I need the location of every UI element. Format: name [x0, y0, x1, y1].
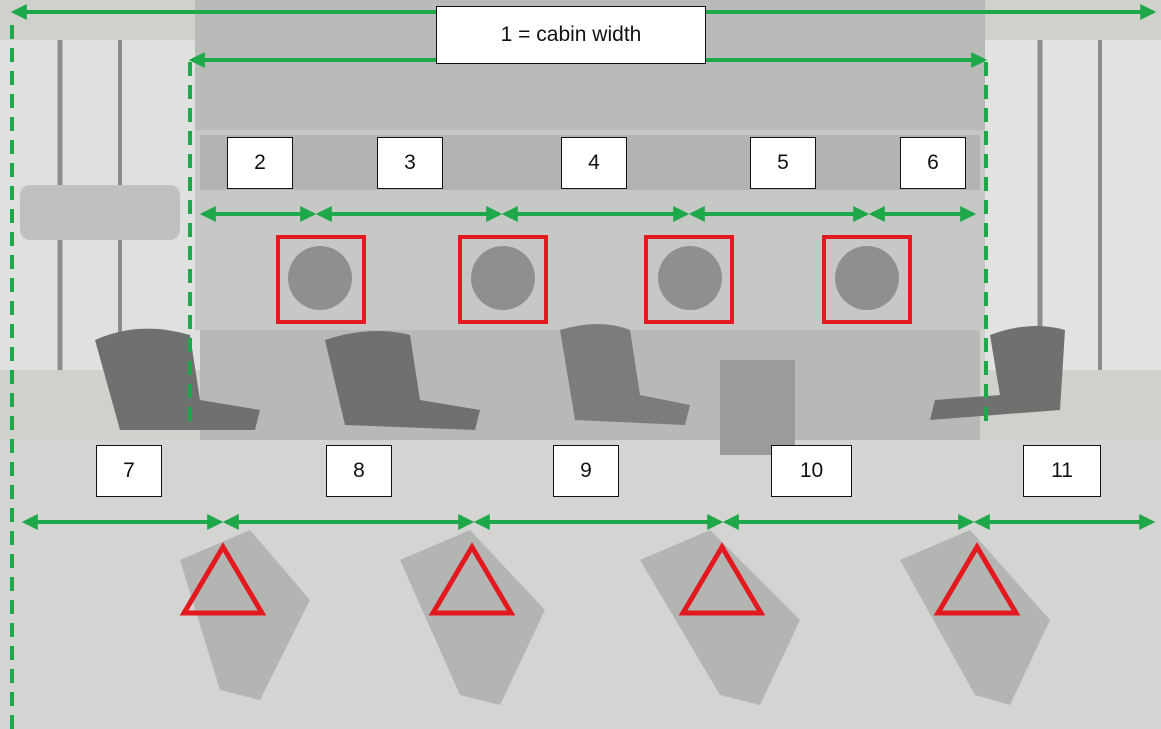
planter-unit-4 — [900, 530, 1050, 705]
right-window — [985, 40, 1161, 370]
planter-unit-2 — [400, 530, 545, 705]
marker-square-2 — [458, 235, 548, 324]
marker-triangle-2 — [428, 542, 516, 616]
label-4: 4 — [561, 137, 627, 189]
marker-square-4 — [822, 235, 912, 324]
seat-2 — [325, 331, 480, 430]
seat-3 — [560, 324, 690, 425]
marker-triangle-4 — [933, 542, 1021, 616]
marker-square-3 — [644, 235, 734, 324]
label-7: 7 — [96, 445, 162, 497]
marker-square-1 — [276, 235, 366, 324]
label-9: 9 — [553, 445, 619, 497]
label-10: 10 — [771, 445, 852, 497]
seat-4 — [930, 326, 1065, 420]
label-cabin-width: 1 = cabin width — [436, 6, 706, 64]
seat-1 — [95, 328, 260, 430]
label-2: 2 — [227, 137, 293, 189]
label-11: 11 — [1023, 445, 1101, 497]
marker-triangle-1 — [179, 542, 267, 616]
label-5: 5 — [750, 137, 816, 189]
label-3: 3 — [377, 137, 443, 189]
label-8: 8 — [326, 445, 392, 497]
planter-unit-3 — [640, 530, 800, 705]
marker-triangle-3 — [678, 542, 766, 616]
label-6: 6 — [900, 137, 966, 189]
